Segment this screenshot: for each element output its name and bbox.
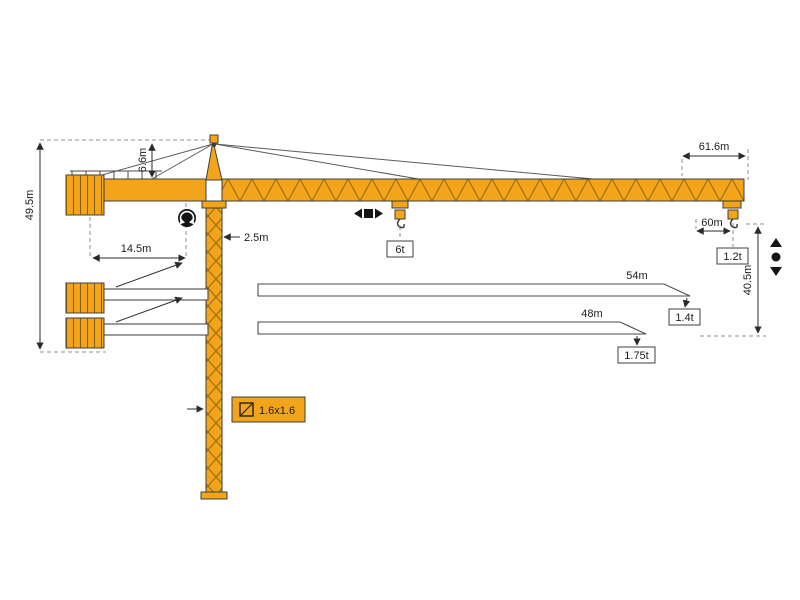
jib-option-54m: 54m 1.4t <box>257 270 701 326</box>
dim-total-height: 49.5m <box>24 142 44 350</box>
mast-base <box>200 491 228 500</box>
ballast-beam-lower <box>103 323 209 336</box>
load-label-1-2t: 1.2t <box>716 247 749 265</box>
trolley-direction-icon <box>354 208 383 219</box>
pendant-cables <box>83 143 616 182</box>
max-load-label: 6t <box>395 244 404 256</box>
dim-head-height: 6.6m <box>137 143 156 178</box>
counter-jib-radius-label: 14.5m <box>121 243 152 255</box>
ballast-upper <box>65 261 209 314</box>
hook-icon <box>396 218 405 229</box>
tip-load-61-label: 1.2t <box>723 251 741 263</box>
mast-section-icon <box>239 402 254 417</box>
tip-load-54-label: 1.4t <box>675 312 693 324</box>
jib-48-label: 48m <box>581 308 602 320</box>
mast-section-box <box>231 396 306 423</box>
tower-head <box>205 134 223 181</box>
load-label-6t: 6t <box>386 240 414 258</box>
main-jib <box>221 178 745 202</box>
head-height-label: 6.6m <box>137 148 149 172</box>
dim-mast-offset: 2.5m <box>223 232 268 244</box>
hoist-direction-icon <box>770 238 782 276</box>
jib-length-label: 61.6m <box>699 141 730 153</box>
jib-option-48m: 48m 1.75t <box>257 308 656 364</box>
jib-54-label: 54m <box>626 270 647 282</box>
mid-jib-hook <box>391 200 409 229</box>
tower-mast <box>200 200 228 500</box>
apex-pulley <box>212 143 216 147</box>
dim-counter-jib-radius: 14.5m <box>92 243 186 262</box>
tip-height-label: 40.5m <box>742 265 754 296</box>
rotation-icon <box>178 209 196 227</box>
hook-height-label: 60m <box>701 217 722 229</box>
mast-section-text: 1.6x1.6 <box>259 405 295 417</box>
mast-offset-label: 2.5m <box>244 232 268 244</box>
total-height-label: 49.5m <box>24 190 36 221</box>
tip-load-48-label: 1.75t <box>624 350 648 362</box>
ballast-lower <box>65 296 209 349</box>
load-label-1-75t: 1.75t <box>617 346 656 364</box>
load-label-1-4t: 1.4t <box>668 308 701 326</box>
mast-section-label: 1.6x1.6 <box>187 396 306 423</box>
hook-icon <box>729 218 738 229</box>
dim-jib-length: 61.6m <box>682 141 746 160</box>
counter-jib <box>65 170 207 216</box>
tip-hook <box>722 200 742 229</box>
dim-hook-height: 60m <box>696 217 731 235</box>
ballast-beam-upper <box>103 288 209 301</box>
slewing-platform <box>201 200 227 209</box>
dim-tip-height: 40.5m <box>742 226 762 334</box>
